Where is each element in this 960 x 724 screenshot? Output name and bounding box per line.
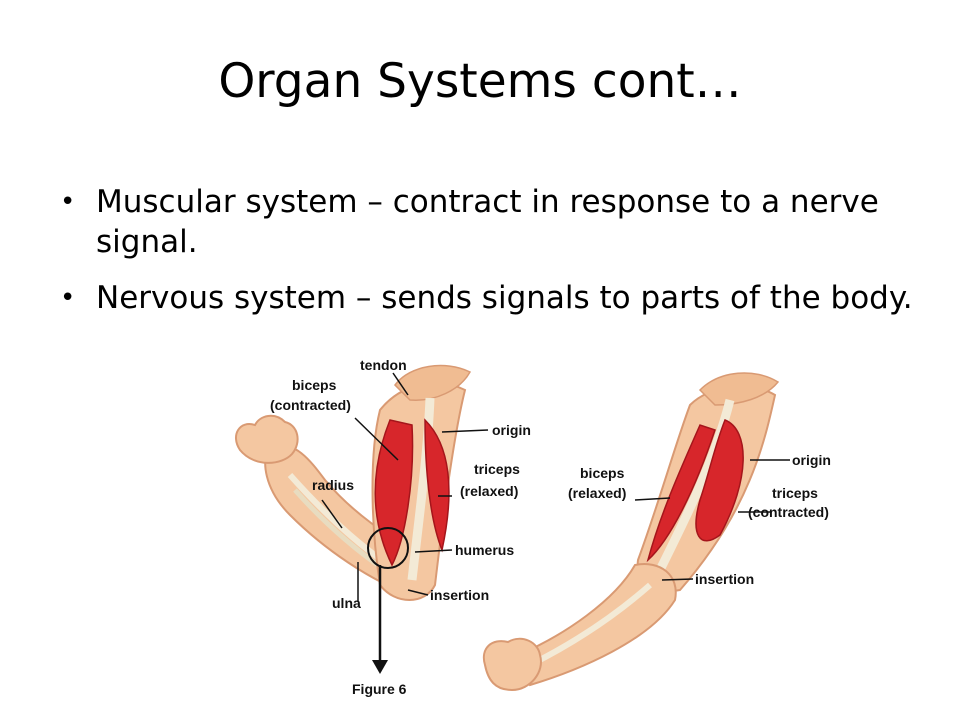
label-triceps-contracted: triceps: [772, 485, 818, 501]
figure-arrow-icon: [372, 660, 388, 674]
label-biceps-relaxed-state: (relaxed): [568, 485, 626, 501]
bullet-item-nervous: • Nervous system – sends signals to part…: [60, 278, 920, 318]
label-radius: radius: [312, 477, 354, 493]
figure-caption: Figure 6: [352, 681, 407, 697]
label-humerus: humerus: [455, 542, 514, 558]
right-forearm-bones: [528, 582, 652, 668]
right-triceps-muscle: [695, 419, 744, 542]
label-triceps-relaxed: triceps: [474, 461, 520, 477]
elbow-joint-circle: [367, 527, 409, 569]
right-fist: [482, 637, 542, 692]
left-fist: [235, 414, 299, 464]
label-biceps-contracted-state: (contracted): [270, 397, 351, 413]
label-origin-right: origin: [792, 452, 831, 468]
bullet-text-nervous: Nervous system – sends signals to parts …: [96, 280, 913, 316]
left-arm-flexed: [235, 364, 472, 674]
label-biceps-contracted: biceps: [292, 377, 337, 393]
slide-title: Organ Systems cont…: [218, 54, 742, 109]
label-insertion-left: insertion: [430, 587, 489, 603]
arm-muscle-figure: tendon biceps (contracted) origin tricep…: [230, 350, 930, 720]
right-arm-extended: [482, 372, 780, 692]
label-triceps-contracted-state: (contracted): [748, 504, 829, 520]
bullet-text-muscular: Muscular system – contract in response t…: [96, 184, 879, 260]
leader-lines: [321, 372, 790, 602]
bullet-dot-icon: •: [60, 283, 76, 313]
label-insertion-right: insertion: [695, 571, 754, 587]
bullet-list: • Muscular system – contract in response…: [60, 182, 920, 334]
label-triceps-relaxed-state: (relaxed): [460, 483, 518, 499]
right-biceps-muscle: [646, 424, 716, 563]
label-tendon: tendon: [360, 357, 407, 373]
bullet-dot-icon: •: [60, 187, 76, 217]
arm-muscle-diagram: tendon biceps (contracted) origin tricep…: [235, 357, 831, 697]
left-humerus-bone: [407, 397, 435, 581]
label-origin-left: origin: [492, 422, 531, 438]
label-ulna: ulna: [332, 595, 361, 611]
bullet-item-muscular: • Muscular system – contract in response…: [60, 182, 920, 262]
label-biceps-relaxed: biceps: [580, 465, 625, 481]
